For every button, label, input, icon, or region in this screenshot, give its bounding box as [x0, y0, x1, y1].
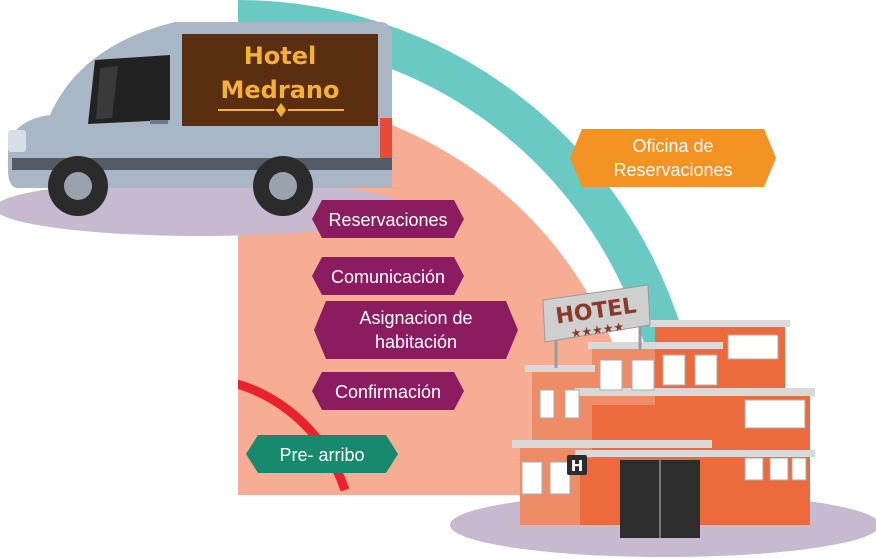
tag-comunicacion-label: Comunicación: [331, 267, 445, 287]
tag-pre-arribo: Pre- arribo: [246, 435, 398, 473]
tag-reservaciones-label: Reservaciones: [328, 210, 447, 230]
tag-oficina-line2: Reservaciones: [613, 160, 732, 180]
tag-asignacion-line2: habitación: [375, 332, 457, 352]
hotel-h-badge: H: [571, 457, 584, 475]
tag-oficina-reservaciones: Oficina de Reservaciones: [570, 129, 776, 187]
tag-comunicacion: Comunicación: [312, 257, 464, 295]
van-sign-line2: Medrano: [221, 76, 340, 104]
tag-confirmacion-label: Confirmación: [335, 382, 441, 402]
tag-asignacion-habitacion: Asignacion de habitación: [314, 301, 518, 359]
van-sign-line1: Hotel: [244, 42, 317, 70]
tag-oficina-line1: Oficina de: [632, 136, 713, 156]
hotel-building-illustration: H HOTEL ★★★★★: [450, 284, 876, 557]
tag-reservaciones: Reservaciones: [312, 200, 464, 238]
tag-asignacion-line1: Asignacion de: [359, 308, 472, 328]
tag-confirmacion: Confirmación: [312, 372, 464, 410]
tag-pre-arribo-label: Pre- arribo: [279, 445, 364, 465]
teal-outer-arc: [238, 0, 703, 470]
van-sign-hotel-medrano: Hotel Medrano: [182, 34, 378, 126]
